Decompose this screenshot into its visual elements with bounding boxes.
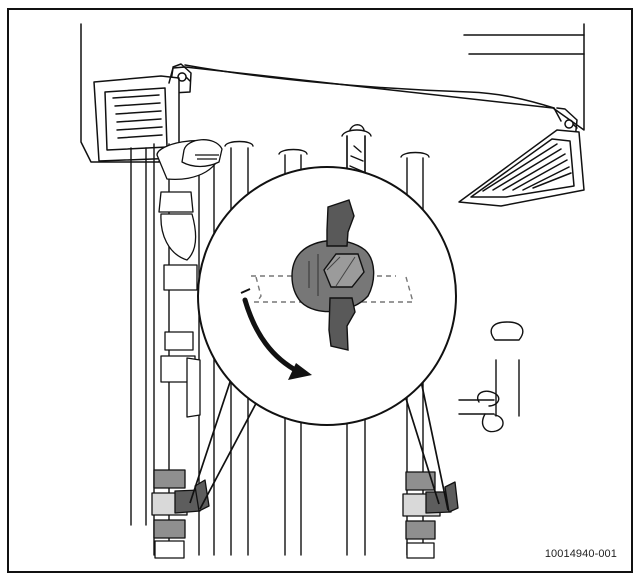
lower-shutoff-valves [151,469,459,559]
magnifier-detail [251,199,414,351]
magnifier-callout [189,166,457,511]
rotate-arrow-icon [242,297,302,375]
boiler-housing-icon [80,23,585,207]
diagram-frame: 10014940-001 [7,8,633,573]
boiler-valve-diagram [80,23,585,559]
left-valve-assembly [156,139,223,418]
figure-id: 10014940-001 [544,548,617,560]
